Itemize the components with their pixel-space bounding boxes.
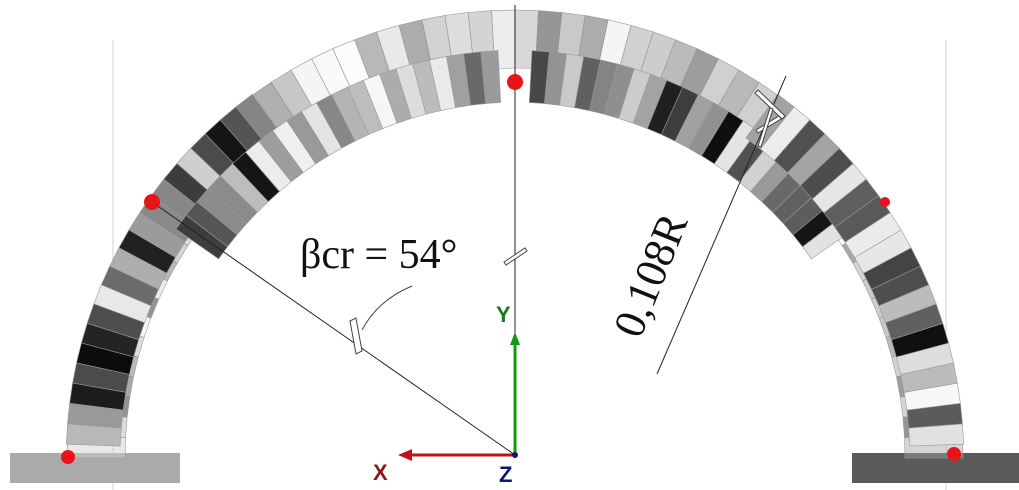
thickness-label: 0,108R [604, 206, 698, 344]
coordinate-axes: X Y Z [373, 302, 520, 487]
z-axis-label: Z [499, 462, 512, 487]
y-axis-label: Y [496, 302, 511, 327]
hinge-crown [507, 74, 523, 90]
arch-block [528, 50, 550, 104]
z-axis-origin [512, 452, 518, 458]
hinge-right-haunch [880, 197, 890, 207]
hinge-right-base [947, 447, 961, 461]
arch-segment-right-lower [745, 93, 965, 447]
angle-label-leader [361, 285, 413, 331]
angle-radial-line [151, 201, 516, 456]
x-axis-arrowhead [398, 449, 412, 461]
hinge-left-base [61, 450, 75, 464]
critical-angle-label: βcr = 54° [300, 232, 457, 278]
plastic-hinges [61, 74, 961, 464]
arch-block [65, 423, 122, 447]
x-axis-label: X [373, 460, 388, 485]
hinge-left-haunch [144, 194, 160, 210]
y-axis-arrowhead [510, 332, 520, 345]
arch-segment-left-upper [175, 50, 502, 260]
arch-segment-right-upper [528, 50, 855, 260]
tick-marks [349, 89, 786, 355]
